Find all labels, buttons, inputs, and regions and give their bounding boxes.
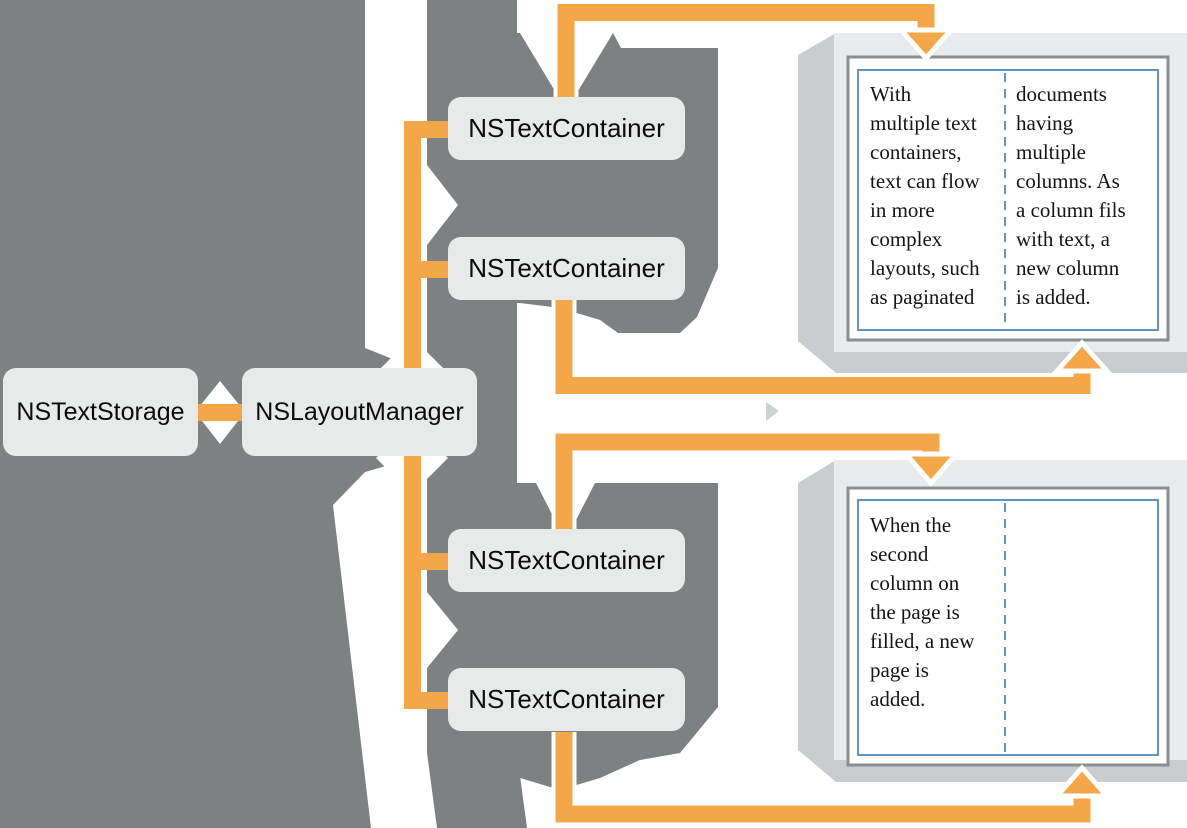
gray-spine-top [427, 0, 517, 33]
arrow3-line [555, 433, 940, 529]
arrow3-head-down-icon [900, 451, 962, 487]
page1-column1-text: With multiple text containers, text can … [870, 82, 980, 309]
node-nstextcontainer-1-label: NSTextContainer [468, 113, 665, 143]
node-nslayoutmanager-label: NSLayoutManager [255, 397, 464, 426]
arrow4-head-up-icon [1051, 764, 1113, 799]
node-nslayoutmanager: NSLayoutManager [242, 368, 477, 456]
stub-container3 [404, 553, 450, 570]
node-nstextcontainer-4-label: NSTextContainer [468, 684, 665, 714]
arrow2-line [555, 300, 1091, 394]
node-nstextstorage-label: NSTextStorage [16, 397, 185, 426]
node-nstextcontainer-4: NSTextContainer [448, 668, 685, 731]
arrow2-head-up-icon [1051, 339, 1113, 374]
stub-container4 [404, 692, 450, 709]
node-nstextcontainer-2: NSTextContainer [448, 237, 685, 300]
arrow4-line [555, 732, 1091, 823]
page1-column2-text: documents having multiple columns. As a … [1016, 82, 1126, 309]
node-nstextcontainer-1: NSTextContainer [448, 97, 685, 160]
page1-column-frame [857, 69, 1159, 331]
node-nstextcontainer-2-label: NSTextContainer [468, 253, 665, 283]
node-nstextstorage: NSTextStorage [3, 368, 198, 456]
pages [846, 55, 1170, 767]
node-nstextcontainer-3-label: NSTextContainer [468, 545, 665, 575]
stub-container1 [404, 121, 450, 138]
node-nstextcontainer-3: NSTextContainer [448, 529, 685, 592]
stub-container2 [404, 261, 450, 278]
connectors [551, 0, 1113, 827]
arrow1-line [557, 4, 935, 97]
fold-chevron-decoration [766, 402, 779, 421]
arrow1-head-down-icon [895, 27, 957, 62]
page2-column-frame [857, 499, 1159, 756]
page2-column1-text: When the second column on the page is fi… [870, 513, 975, 711]
storage-manager-bar [194, 404, 246, 421]
